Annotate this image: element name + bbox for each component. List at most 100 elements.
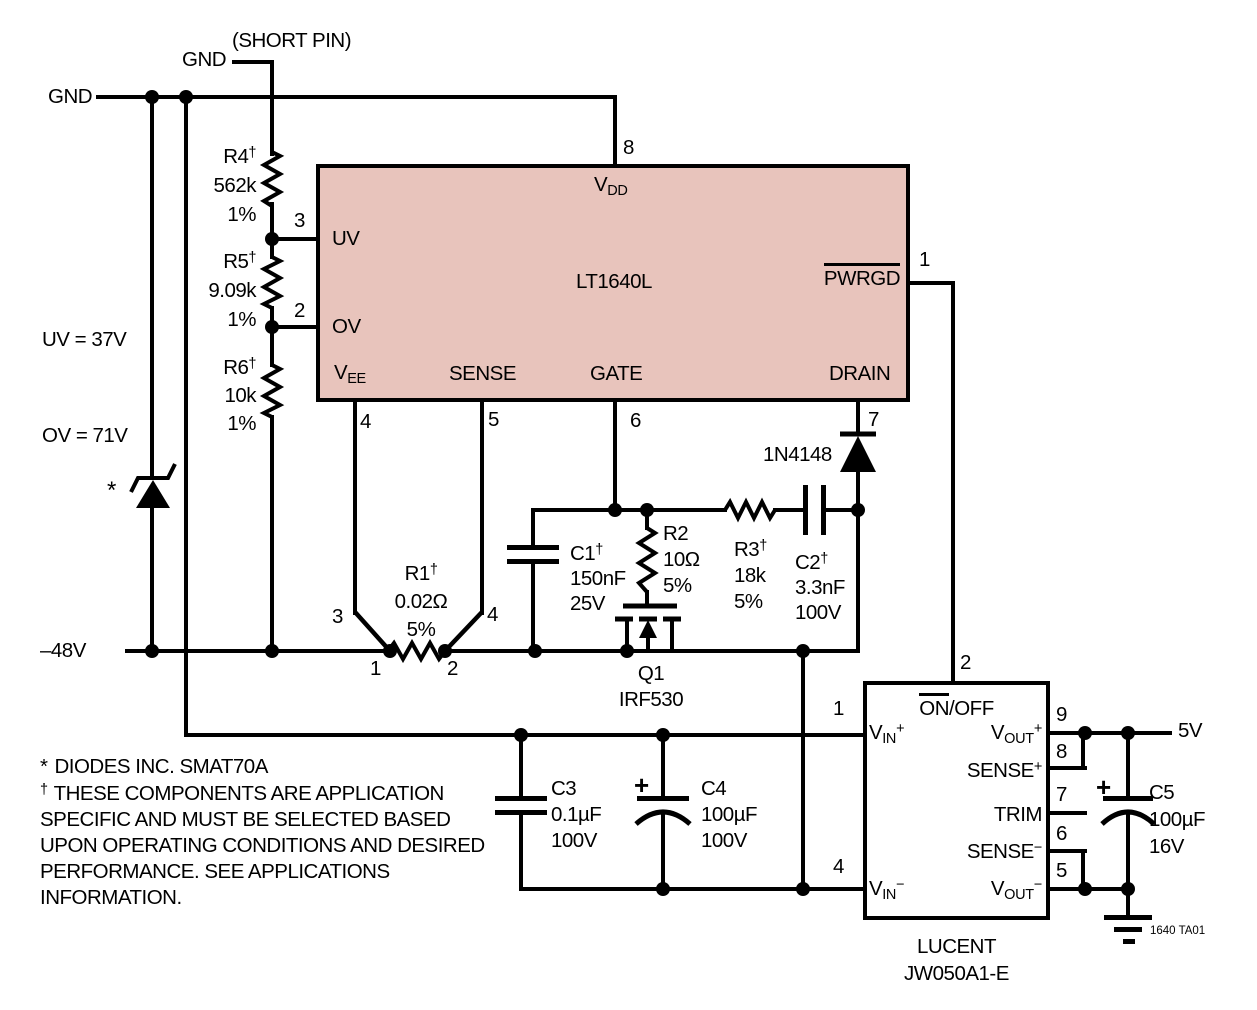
gnd-label: GND	[48, 85, 93, 108]
wire-pwrgd-drop	[951, 281, 955, 685]
junction-dot	[796, 644, 810, 658]
c5-curved-plate	[1100, 809, 1156, 826]
ic-lt1640l-box	[316, 164, 910, 402]
wire-gate-node-a	[533, 508, 727, 512]
wire-d1-lead-b	[856, 470, 860, 653]
module-pin-label-sense-plus: SENSE+	[966, 759, 1042, 782]
wire-sense-v	[480, 398, 484, 615]
junction-dot	[608, 503, 622, 517]
resistor-r2-symbol	[635, 526, 659, 594]
ground-bar-1	[1104, 915, 1152, 920]
zener-diode-symbol	[129, 463, 177, 508]
junction-dot	[851, 503, 865, 517]
figure-tag: 1640 TA01	[1150, 925, 1206, 937]
wire-pin7-stub	[1046, 811, 1087, 815]
r6-label: R6† 10k 1%	[223, 356, 256, 435]
r5-label: R5† 9.09k 1%	[208, 250, 256, 331]
wire-c3-lead-a	[519, 735, 523, 796]
c5-label: C5 100µF 16V	[1149, 781, 1206, 858]
c2-label: C2† 3.3nF 100V	[795, 551, 845, 624]
resistor-r1-symbol	[386, 638, 447, 664]
ic-pin-num-6: 6	[630, 409, 641, 432]
wire-gate-v	[613, 398, 617, 512]
module-jw050a1e-box	[863, 681, 1050, 920]
ic-pin-label-sense: SENSE	[449, 362, 517, 385]
junction-dot	[179, 90, 193, 104]
ic-pin-num-7: 7	[868, 408, 879, 431]
ic-pin-num-1: 1	[919, 248, 930, 271]
diode-1n4148-symbol	[840, 431, 876, 472]
ic-pin-num-8: 8	[623, 136, 634, 159]
ic-pin-num-5: 5	[488, 408, 499, 431]
c4-curved-plate	[634, 809, 692, 826]
ic-pin-num-3: 3	[294, 209, 305, 232]
wire-r4-lead	[270, 202, 274, 239]
gnd-short-pin-label: GND	[182, 48, 227, 71]
wire-c4-lead-a	[661, 735, 665, 797]
junction-dot	[1078, 882, 1092, 896]
footnote-line-5: PERFORMANCE. SEE APPLICATIONS	[40, 860, 390, 883]
wire-r5-lead-a	[270, 237, 274, 259]
junction-dot	[514, 728, 528, 742]
c4-label: C4 100µF 100V	[701, 777, 758, 852]
module-pin-label-vout-plus: VOUT+	[990, 721, 1042, 747]
module-pin-label-sense-minus: SENSE−	[966, 840, 1042, 863]
wire-r2-lead-b	[645, 590, 649, 608]
wire-c5-lead-a	[1126, 731, 1130, 797]
footnote-line-6: INFORMATION.	[40, 886, 182, 909]
wire-gnd-rail	[96, 95, 615, 99]
r3-label: R3† 18k 5%	[734, 538, 767, 613]
wire-gate-node-c	[824, 508, 860, 512]
wire-d1-lead-a	[856, 398, 860, 434]
module-vendor: LUCENT	[916, 935, 997, 958]
junction-dot	[265, 644, 279, 658]
junction-dot	[1078, 726, 1092, 740]
wire-pin6-dropper	[1081, 851, 1085, 891]
wire-5v-out	[1046, 731, 1172, 735]
c3-plate-top	[495, 796, 547, 801]
wire-gate-node-b	[773, 508, 805, 512]
r1-terminal-4: 4	[487, 603, 498, 626]
junction-dot	[383, 644, 397, 658]
c3-label: C3 0.1µF 100V	[551, 777, 602, 852]
c4-polarity-mark: +	[634, 770, 650, 800]
ic-pin-label-gate: GATE	[590, 362, 643, 385]
wire-uv	[270, 237, 320, 241]
module-pin-label-trim: TRIM	[993, 803, 1043, 826]
r2-label: R2 10Ω 5%	[663, 522, 700, 597]
wire-gnd-feed	[184, 95, 188, 737]
module-pin-num-9: 9	[1056, 703, 1067, 726]
module-pin-num-6: 6	[1056, 822, 1067, 845]
c2-plate-right	[821, 485, 826, 535]
wire-ov	[270, 325, 320, 329]
wire-shortpin-h	[232, 60, 272, 64]
footnote-line-2: †THESE COMPONENTS ARE APPLICATION	[40, 782, 444, 805]
junction-dot	[656, 882, 670, 896]
module-pin-label-vin-plus: VIN+	[869, 721, 905, 747]
junction-dot	[1121, 726, 1135, 740]
junction-dot	[145, 90, 159, 104]
ic-pin-label-pwrgd: PWRGD	[790, 263, 901, 290]
c4-plate-top	[637, 796, 689, 801]
module-pin-num-5: 5	[1056, 859, 1067, 882]
module-pin-num-4: 4	[833, 855, 844, 878]
wire-pin8-stub	[1046, 766, 1087, 770]
wire-r5-lead-b	[270, 306, 274, 327]
ic-part-name: LT1640L	[576, 270, 652, 293]
junction-dot	[528, 644, 542, 658]
uv-threshold-note: UV = 37V	[42, 328, 127, 351]
ic-pin-label-ov: OV	[332, 315, 361, 338]
resistor-r3-symbol	[723, 497, 777, 523]
wire-drain-drop	[801, 649, 805, 891]
junction-dot	[265, 232, 279, 246]
module-pin-label-vin-minus: VIN−	[869, 877, 905, 903]
r1-terminal-2: 2	[447, 657, 458, 680]
r1-terminal-1: 1	[370, 657, 381, 680]
module-pin-label-onoff: ON/OFF	[863, 693, 1050, 720]
kelvin-diagonals	[353, 610, 484, 653]
junction-dot	[265, 320, 279, 334]
ic-pin-label-vee: VEE	[334, 361, 366, 387]
wire-zener-a	[150, 95, 154, 478]
q1-label: Q1 IRF530	[618, 662, 684, 711]
